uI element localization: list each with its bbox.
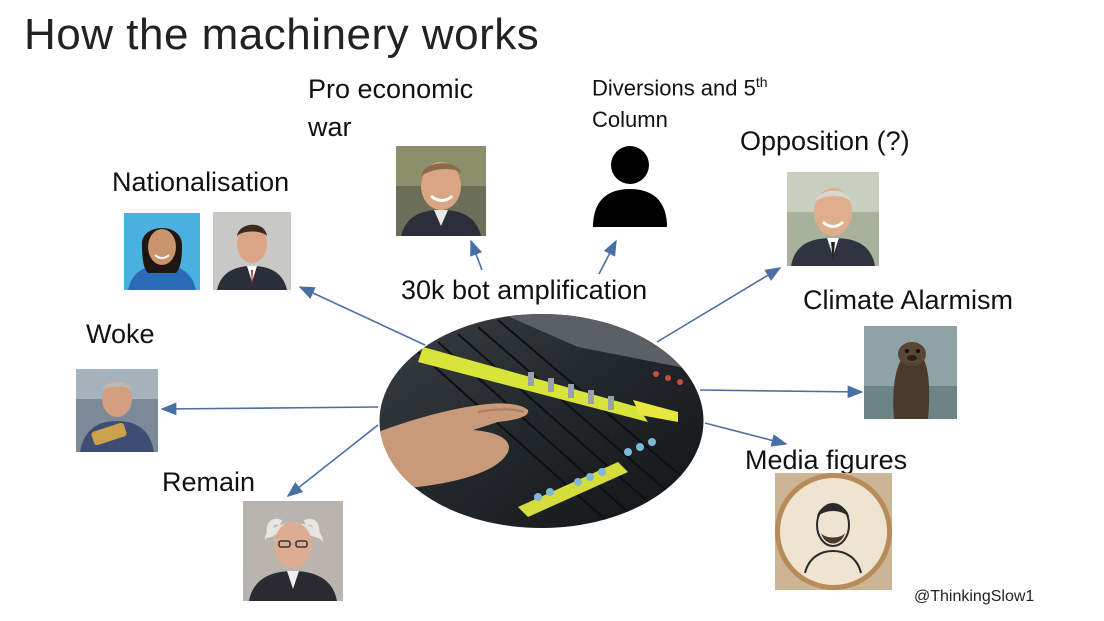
label-woke: Woke xyxy=(86,319,155,349)
person-silhouette-icon xyxy=(590,145,670,227)
label-diversions: Diversions and 5th Column xyxy=(592,66,768,136)
photo-nationalisation-1 xyxy=(124,213,200,290)
arrow-to-pro-economic-war xyxy=(470,239,483,271)
arrow-to-remain xyxy=(286,424,379,497)
arrow-to-nationalisation xyxy=(298,286,426,346)
photo-nationalisation-2 xyxy=(213,212,291,290)
arrow-to-media xyxy=(704,422,788,447)
label-opposition: Opposition (?) xyxy=(740,126,910,156)
arrow-to-woke xyxy=(160,402,379,416)
mixing-console-image xyxy=(378,312,705,530)
photo-woke xyxy=(76,369,158,452)
hub-label: 30k bot amplification xyxy=(401,275,648,305)
label-climate: Climate Alarmism xyxy=(803,285,1014,315)
page-title: How the machinery works xyxy=(24,10,540,59)
credit-handle: @ThinkingSlow1 xyxy=(914,588,1035,605)
label-diversions-line1: Diversions and 5 xyxy=(592,75,756,101)
arrow-to-opposition xyxy=(656,267,782,343)
label-nationalisation: Nationalisation xyxy=(112,167,290,197)
label-diversions-sup: th xyxy=(755,74,768,90)
label-diversions-line2: Column xyxy=(592,107,668,133)
arrow-to-climate xyxy=(699,385,864,399)
label-pro-economic-war: Pro economic war xyxy=(308,74,474,142)
photo-remain xyxy=(243,501,343,601)
arrow-to-diversions xyxy=(598,239,617,275)
label-media: Media figures xyxy=(745,445,908,475)
photo-media xyxy=(775,473,892,590)
photo-pro-economic-war xyxy=(396,146,486,236)
label-remain: Remain xyxy=(162,467,256,497)
photo-climate xyxy=(864,326,957,419)
photo-opposition xyxy=(787,172,879,266)
